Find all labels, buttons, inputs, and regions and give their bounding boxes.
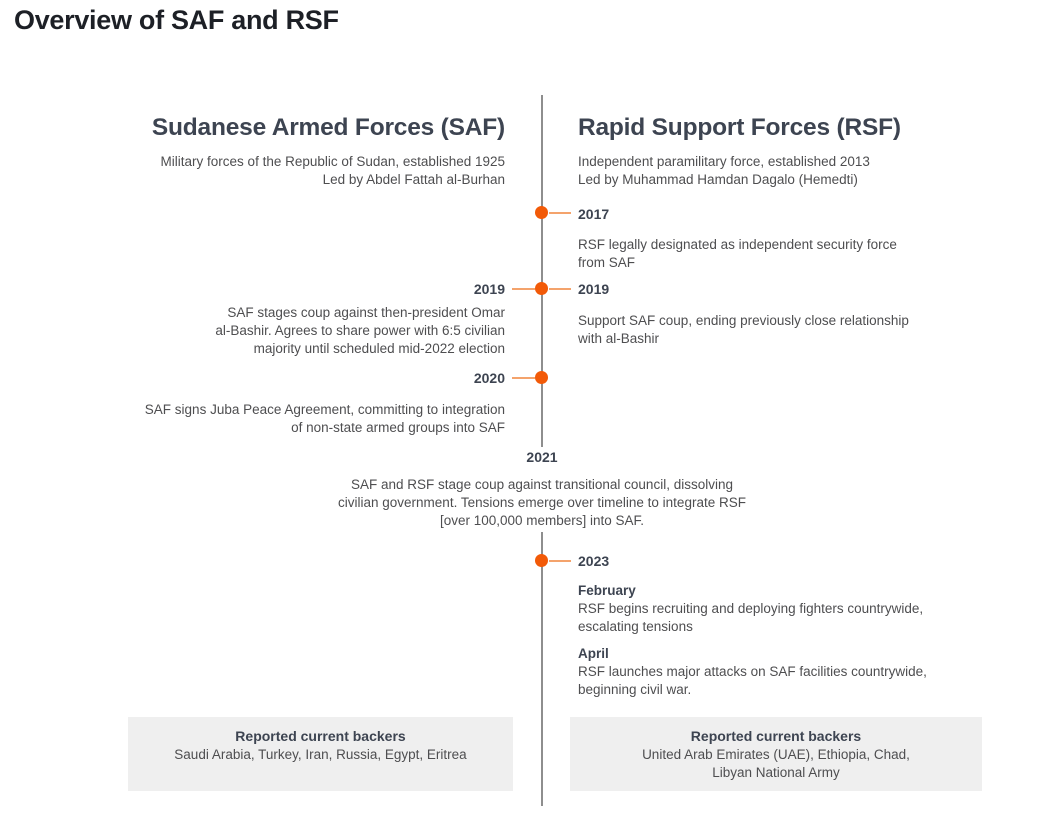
month-february-text: RSF begins recruiting and deploying figh… (578, 601, 924, 634)
connector-2023 (549, 560, 571, 562)
connector-2019-right (549, 288, 571, 290)
timeline-dot-2020 (535, 371, 548, 384)
rsf-header: Rapid Support Forces (RSF) Independent p… (578, 113, 1008, 189)
event-2020-saf: 2020 SAF signs Juba Peace Agreement, com… (75, 370, 505, 437)
timeline-dot-2019 (535, 282, 548, 295)
backers-names: United Arab Emirates (UAE), Ethiopia, Ch… (642, 747, 910, 780)
saf-backers-box: Reported current backers Saudi Arabia, T… (128, 717, 513, 791)
event-year: 2019 (473, 281, 505, 297)
month-april-label: April (578, 646, 609, 661)
backers-title: Reported current backers (690, 728, 862, 744)
timeline-dot-2023 (535, 554, 548, 567)
connector-2020 (512, 377, 535, 379)
saf-subtitle: Military forces of the Republic of Sudan… (160, 154, 505, 187)
event-text: SAF signs Juba Peace Agreement, committi… (144, 402, 505, 435)
rsf-subtitle: Independent paramilitary force, establis… (578, 154, 870, 187)
rsf-backers-box: Reported current backers United Arab Emi… (570, 717, 982, 791)
event-text: SAF and RSF stage coup against transitio… (338, 477, 746, 528)
page-title: Overview of SAF and RSF (14, 5, 339, 35)
event-text: RSF legally designated as independent se… (578, 237, 897, 270)
event-year: 2020 (473, 370, 505, 386)
month-february-label: February (578, 583, 636, 598)
backers-names: Saudi Arabia, Turkey, Iran, Russia, Egyp… (174, 747, 467, 762)
event-text: SAF stages coup against then-president O… (215, 305, 505, 356)
event-text: Support SAF coup, ending previously clos… (578, 313, 909, 346)
backers-title: Reported current backers (235, 728, 406, 744)
timeline-dot-2017 (535, 206, 548, 219)
connector-2017 (549, 212, 571, 214)
event-year: 2017 (578, 206, 610, 222)
saf-header: Sudanese Armed Forces (SAF) Military for… (105, 113, 505, 189)
saf-title: Sudanese Armed Forces (SAF) (151, 114, 505, 141)
event-2021-shared: 2021 SAF and RSF stage coup against tran… (272, 449, 812, 530)
event-year: 2023 (578, 553, 610, 569)
rsf-title: Rapid Support Forces (RSF) (578, 114, 901, 141)
event-2017-rsf: 2017 RSF legally designated as independe… (578, 206, 978, 272)
month-april-text: RSF launches major attacks on SAF facili… (578, 664, 927, 697)
event-2019-saf: 2019 SAF stages coup against then-presid… (145, 281, 505, 358)
event-2019-rsf: 2019 Support SAF coup, ending previously… (578, 281, 978, 348)
event-year: 2019 (578, 281, 610, 297)
event-2023-rsf: 2023 February RSF begins recruiting and … (578, 553, 988, 699)
timeline-line-lower (541, 532, 543, 806)
timeline-line-upper (541, 95, 543, 447)
event-year: 2021 (526, 449, 558, 465)
connector-2019-left (512, 288, 535, 290)
